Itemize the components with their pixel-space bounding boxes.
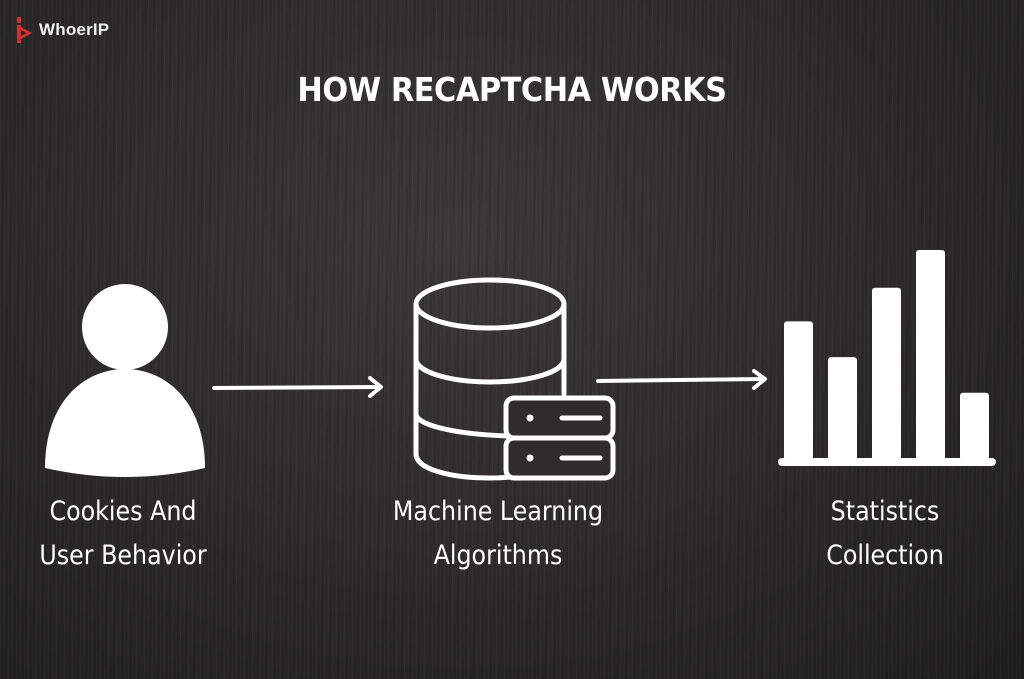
chart-bar — [784, 321, 813, 460]
chart-bar — [828, 357, 857, 460]
user-body — [45, 369, 205, 477]
brand-name: WhoerIP — [39, 20, 110, 39]
database-server-icon — [413, 277, 616, 481]
step-label-cookies-user-behavior: Cookies And User Behavior — [15, 490, 231, 578]
chart-bar — [916, 250, 945, 460]
page-title: HOW RECAPTCHA WORKS — [297, 70, 727, 109]
chart-baseline — [778, 458, 996, 466]
database-top — [413, 277, 567, 331]
database-band-1 — [413, 356, 567, 385]
arrow-right-icon — [596, 369, 767, 390]
label-line: User Behavior — [39, 540, 207, 571]
label-line: Collection — [826, 540, 944, 571]
chart-bar — [960, 392, 989, 460]
step-label-machine-learning: Machine Learning Algorithms — [366, 490, 630, 578]
label-line: Algorithms — [433, 540, 563, 571]
label-line: Cookies And — [49, 496, 197, 527]
user-icon — [45, 284, 205, 477]
user-head — [82, 284, 168, 370]
server-led-bottom — [526, 454, 534, 462]
whoerip-logo-icon — [17, 17, 32, 43]
arrow-right-icon — [212, 376, 383, 398]
brand-logo[interactable]: WhoerIP — [17, 17, 109, 43]
chart-bar — [872, 287, 901, 460]
label-line: Machine Learning — [392, 496, 604, 527]
bar-chart-icon — [778, 250, 996, 466]
step-label-statistics-collection: Statistics Collection — [793, 490, 978, 578]
server-led-top — [526, 414, 534, 422]
label-line: Statistics — [830, 496, 940, 527]
database-band-2 — [413, 411, 511, 439]
